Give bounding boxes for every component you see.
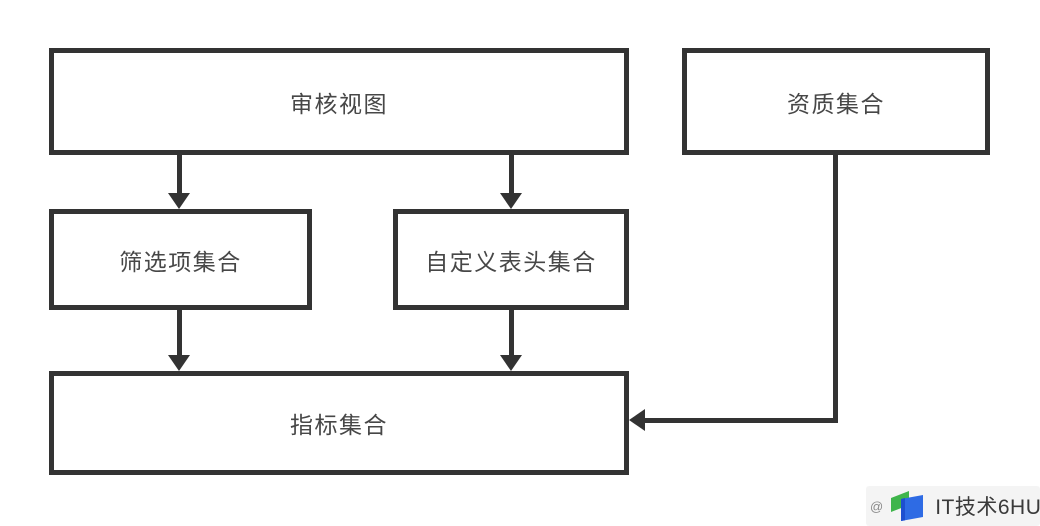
at-sign-glyph: @ [870,498,884,514]
edge-header-to-indicator-line [509,310,514,356]
edge-filter-to-indicator-line [177,310,182,356]
node-custom-header-set-label: 自定义表头集合 [425,248,597,275]
edge-header-to-indicator-arrowhead-icon [500,355,522,371]
node-custom-header-set: 自定义表头集合 [393,209,629,310]
edge-qual-to-indicator-vertical-line [833,155,838,423]
edge-audit-to-header-line [509,155,514,196]
flag-logo-icon [889,490,929,522]
node-indicator-set-label: 指标集合 [290,412,388,438]
node-audit-view-label: 审核视图 [290,90,388,117]
edge-audit-to-filter-line [177,155,182,196]
edge-qual-to-indicator-horizontal-line [644,418,838,423]
edge-qual-to-indicator-arrowhead-icon [629,409,645,431]
node-qualification-set-label: 资质集合 [787,90,885,117]
node-indicator-set: 指标集合 [49,371,629,475]
watermark-text: IT技术6HU [935,496,1040,519]
watermark: @ IT技术6HU [866,486,1040,526]
node-filter-set: 筛选项集合 [49,209,312,310]
node-filter-set-label: 筛选项集合 [119,248,242,275]
edge-audit-to-header-arrowhead-icon [500,193,522,209]
node-audit-view: 审核视图 [49,48,629,155]
edge-filter-to-indicator-arrowhead-icon [168,355,190,371]
node-qualification-set: 资质集合 [682,48,990,155]
edge-audit-to-filter-arrowhead-icon [168,193,190,209]
